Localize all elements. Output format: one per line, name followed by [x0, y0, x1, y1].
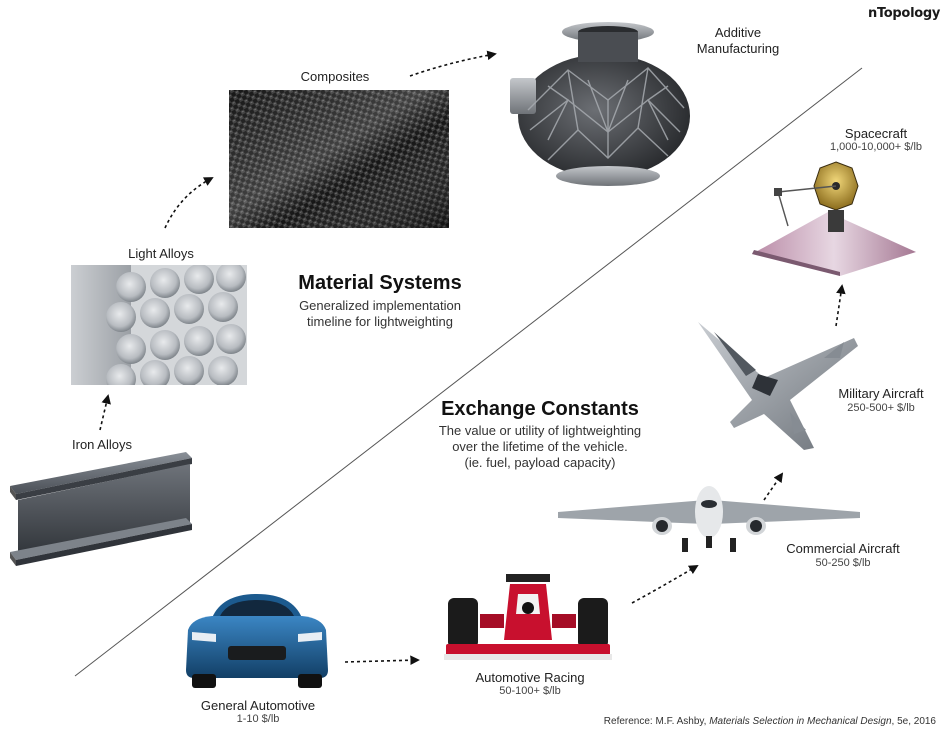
arrow-iron-to-light — [99, 394, 111, 431]
arrow-car-to-racing — [344, 655, 420, 666]
arrow-light-to-composites — [164, 177, 214, 229]
arrow-commercial-to-military — [763, 472, 784, 501]
divider-line — [74, 67, 863, 677]
exchange-desc-line3: (ie. fuel, payload capacity) — [464, 455, 616, 470]
space-telescope-image — [752, 161, 916, 276]
additive-label-line1: Additive — [714, 25, 762, 40]
spacecraft-value: 1,000-10,000+ $/lb — [829, 141, 923, 153]
iron-alloys-label: Iron Alloys — [72, 437, 132, 452]
automotive-racing-label: Automotive Racing — [475, 670, 585, 685]
arrow-military-to-spacecraft — [835, 284, 846, 327]
exchange-constants-description: The value or utility of lightweighting o… — [420, 423, 660, 471]
exchange-desc-line1: The value or utility of lightweighting — [438, 423, 642, 438]
reference-prefix: Reference: M.F. Ashby, — [603, 716, 710, 727]
material-systems-desc-line1: Generalized implementation — [299, 298, 461, 313]
material-systems-title: Material Systems — [298, 272, 462, 294]
material-systems-description: Generalized implementation timeline for … — [280, 298, 480, 330]
ntopology-logo: nTopology — [868, 6, 941, 21]
rod-ends — [106, 265, 246, 385]
reference-suffix: , 5e, 2016 — [891, 716, 936, 727]
commercial-aircraft-value: 50-250 $/lb — [815, 557, 871, 569]
carbon-fiber-image — [229, 90, 449, 228]
blue-car-image — [186, 594, 328, 688]
additive-manufacturing-label: Additive Manufacturing — [688, 25, 788, 57]
aluminum-bars-image — [71, 265, 247, 385]
composites-label: Composites — [300, 69, 370, 84]
military-aircraft-value: 250-500+ $/lb — [847, 402, 915, 414]
additive-label-line2: Manufacturing — [696, 41, 780, 56]
light-alloys-label: Light Alloys — [128, 246, 194, 261]
arrow-racing-to-commercial — [631, 565, 699, 604]
general-automotive-value: 1-10 $/lb — [236, 713, 280, 725]
race-car-image — [444, 574, 612, 660]
automotive-racing-value: 50-100+ $/lb — [499, 685, 561, 697]
reference-citation: Reference: M.F. Ashby, Materials Selecti… — [604, 716, 936, 727]
commercial-aircraft-label: Commercial Aircraft — [786, 541, 900, 556]
spacecraft-label: Spacecraft — [844, 126, 908, 141]
lattice-struts — [527, 67, 685, 161]
i-beam-image — [10, 452, 192, 566]
arrow-composites-to-additive — [409, 50, 497, 77]
fighter-jet-image — [698, 322, 858, 450]
airliner-image — [558, 486, 860, 552]
general-automotive-label: General Automotive — [200, 698, 316, 713]
material-systems-desc-line2: timeline for lightweighting — [307, 314, 453, 329]
exchange-desc-line2: over the lifetime of the vehicle. — [452, 439, 628, 454]
military-aircraft-label: Military Aircraft — [838, 386, 924, 401]
lattice-part-image — [510, 22, 690, 186]
reference-book-title: Materials Selection in Mechanical Design — [709, 716, 892, 727]
exchange-constants-title: Exchange Constants — [441, 398, 639, 420]
